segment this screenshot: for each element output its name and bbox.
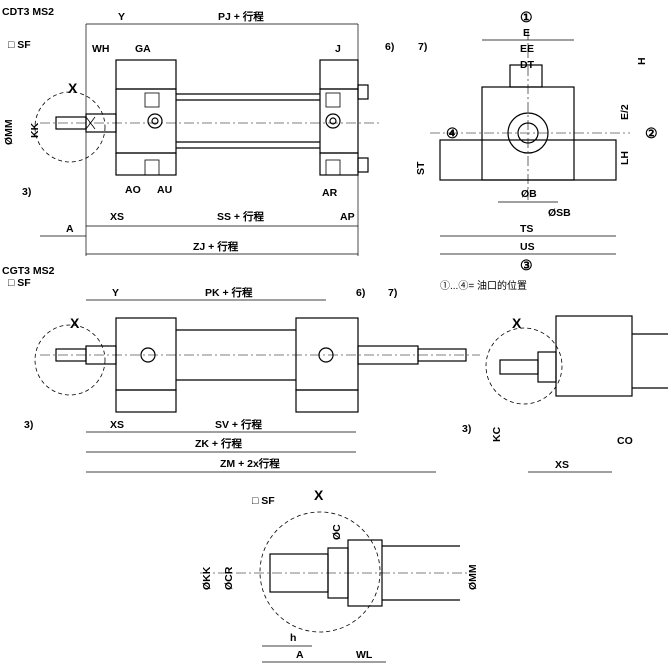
head-mount xyxy=(115,152,177,176)
cgt3-detail-circle xyxy=(34,324,106,396)
detail-right-label-xs: XS xyxy=(555,459,569,471)
cgt3-label-6: 6) xyxy=(356,287,365,299)
label-e: E xyxy=(523,27,530,39)
label-ao: AO xyxy=(125,184,141,196)
label-okk: ØKK xyxy=(201,566,213,590)
label-h: H xyxy=(636,57,648,65)
port-slot xyxy=(144,92,160,108)
cgt3-cap-mount xyxy=(295,389,359,413)
detail-right-rod xyxy=(499,359,539,375)
detail-x-circle xyxy=(34,91,106,163)
detail-right-circle xyxy=(485,327,563,405)
detail-bottom-label-mm: ØMM xyxy=(467,564,479,590)
label-x: X xyxy=(68,80,78,96)
label-us: US xyxy=(520,241,535,253)
cgt3-cap-block xyxy=(295,317,359,391)
cap-top-lug xyxy=(319,59,359,90)
label-a: A xyxy=(66,223,74,235)
label-kc: KC xyxy=(491,426,503,442)
port-circle-head-inner xyxy=(151,117,159,125)
label-mm: ØMM xyxy=(3,119,15,145)
cgt3-label-sv: SV + 行程 xyxy=(215,418,262,431)
label-ga: GA xyxy=(135,43,151,55)
label-ob: ØB xyxy=(521,188,537,200)
detail-right-block xyxy=(555,315,633,397)
label-y: Y xyxy=(118,11,125,23)
label-ocr: ØCR xyxy=(223,566,235,590)
detail-bottom-label-x: X xyxy=(314,487,324,503)
cgt3-label-zk: ZK + 行程 xyxy=(195,437,242,450)
cgt3-label-pk: PK + 行程 xyxy=(205,286,253,299)
label-dt: DT xyxy=(520,59,535,71)
label-j: J xyxy=(335,43,341,55)
end-port-boss xyxy=(509,64,543,88)
label-pj: PJ + 行程 xyxy=(218,10,264,23)
label-c1: ① xyxy=(520,9,533,25)
label-kk: KK xyxy=(29,122,41,138)
cgt3-label-3-right: 3) xyxy=(462,423,471,435)
end-view: ① E EE DT H E/2 LH ST ② ④ ØB ØSB TS US ③… xyxy=(415,9,658,292)
label-wl: WL xyxy=(356,649,373,661)
label-oc: ØC xyxy=(331,524,343,540)
mount-slot xyxy=(144,159,160,176)
label-lh: LH xyxy=(619,151,631,165)
label-xs: XS xyxy=(110,211,124,223)
label-ts: TS xyxy=(520,223,533,235)
label-wh: WH xyxy=(92,43,110,55)
section-title-cdt3: CDT3 MS2 xyxy=(2,6,54,18)
label-ar: AR xyxy=(322,187,338,199)
cgt3-head-block xyxy=(115,317,177,391)
detail-right-nut xyxy=(537,351,557,383)
port-circle-cap xyxy=(325,113,341,129)
cgt3-label-xs: XS xyxy=(110,419,124,431)
label-e2: E/2 xyxy=(619,104,631,120)
cgt3-label-y: Y xyxy=(112,287,119,299)
label-3: 3) xyxy=(22,186,31,198)
cgt3-label-sf: □ SF xyxy=(8,277,31,289)
section-title-cgt3: CGT3 MS2 xyxy=(2,265,55,277)
label-c2: ② xyxy=(645,125,658,141)
cgt3-head-mount xyxy=(115,389,177,413)
label-zj: ZJ + 行程 xyxy=(193,240,239,253)
cgt3-side-view: CGT3 MS2 □ SF X Y PK + 行程 6) 7) 3) 3) XS… xyxy=(2,265,480,473)
detail-x-right: X KC CO XS xyxy=(485,315,668,473)
label-ee: EE xyxy=(520,43,534,55)
port-circle-head xyxy=(147,113,163,129)
cgt3-label-x: X xyxy=(70,315,80,331)
label-ap: AP xyxy=(340,211,355,223)
oil-port-note: ①...④= 油口的位置 xyxy=(440,279,527,292)
label-6: 6) xyxy=(385,41,394,53)
head-top-lug xyxy=(115,59,177,90)
detail-bottom-label-a: A xyxy=(296,649,304,661)
label-st: ST xyxy=(415,161,427,175)
cdt3-side-view: CDT3 MS2 □ SF X Y PJ + 行程 WH xyxy=(2,6,427,256)
head-block xyxy=(115,88,177,154)
port-slot-cap xyxy=(325,92,341,108)
tie-rod-nut-top xyxy=(357,84,369,100)
detail-bottom-circle xyxy=(259,511,381,633)
label-7: 7) xyxy=(418,41,427,53)
label-c3: ③ xyxy=(520,257,533,273)
label-c4: ④ xyxy=(446,125,459,141)
detail-x-bottom: X □ SF ØC ØKK ØCR ØMM h A WL xyxy=(200,487,479,663)
detail-right-label-x: X xyxy=(512,315,522,331)
mount-slot-cap xyxy=(325,159,341,176)
detail-bottom-label-sf: □ SF xyxy=(252,495,275,507)
cgt3-label-3-left: 3) xyxy=(24,419,33,431)
tie-rod-nut-bottom xyxy=(357,157,369,173)
label-au: AU xyxy=(157,184,172,196)
label-h-small: h xyxy=(290,632,296,644)
label-sf: □ SF xyxy=(8,39,31,51)
port-circle-cap-inner xyxy=(329,117,337,125)
cgt3-label-7: 7) xyxy=(388,287,397,299)
label-osb: ØSB xyxy=(548,207,571,219)
label-co: CO xyxy=(617,435,633,447)
label-ss: SS + 行程 xyxy=(217,210,264,223)
cgt3-label-zm: ZM + 2x行程 xyxy=(220,457,280,470)
